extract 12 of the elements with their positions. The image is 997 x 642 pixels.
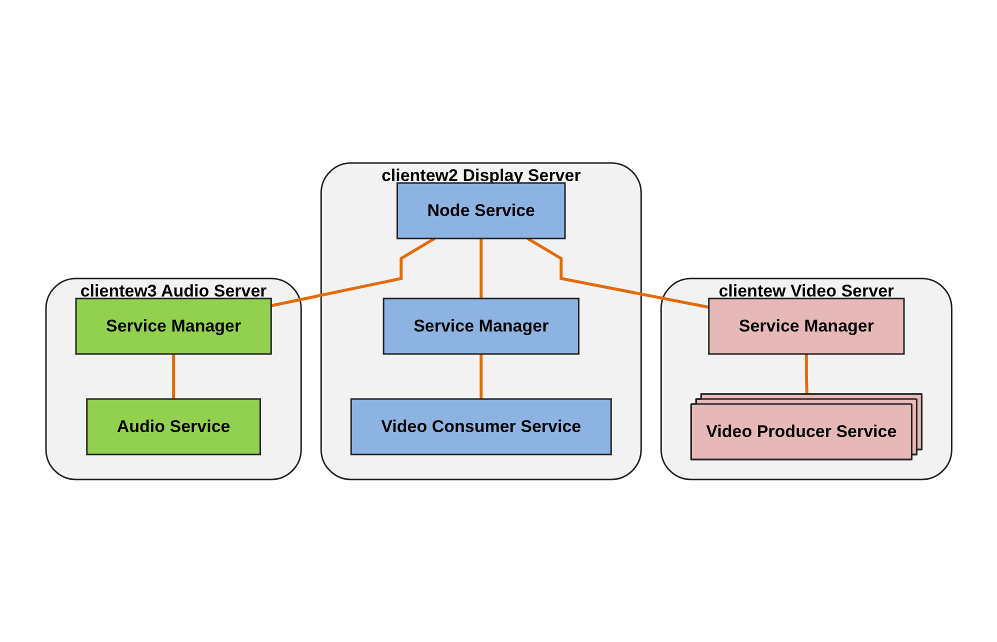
connector [172, 354, 175, 399]
node-box: Service Manager [382, 298, 580, 354]
node-box: Node Service [396, 182, 566, 239]
node-box: Service Manager [708, 298, 904, 354]
connector [804, 354, 808, 394]
connector [526, 236, 709, 308]
connector [479, 238, 482, 298]
connector [479, 354, 482, 399]
node-box: Video Consumer Service [350, 398, 612, 455]
node-box: Audio Service [86, 398, 261, 455]
node-box: Service Manager [74, 298, 272, 354]
connector [270, 236, 436, 307]
